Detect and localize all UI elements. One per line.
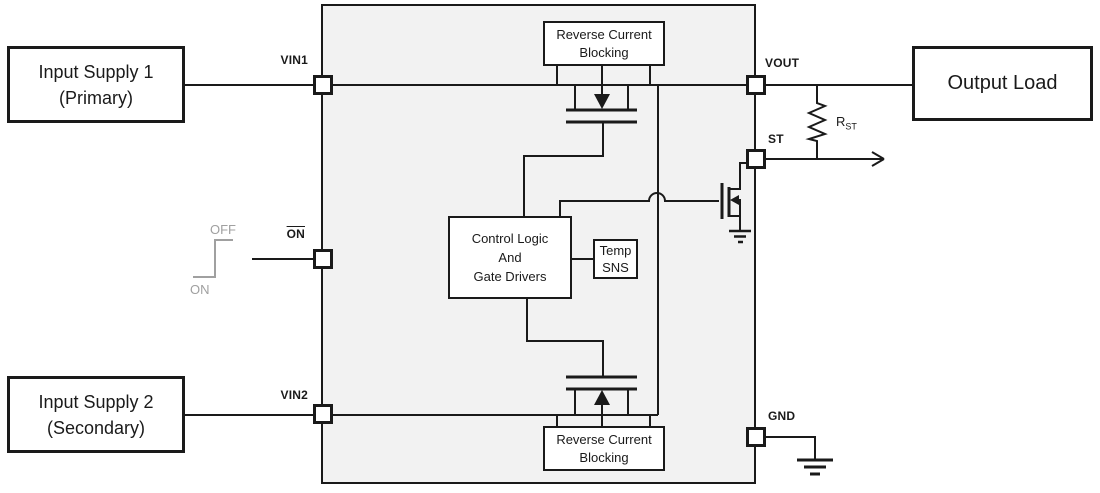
control-logic-line2: And	[498, 250, 522, 265]
rcb-bottom-line2: Blocking	[579, 449, 629, 465]
rst-subscript: ST	[845, 121, 857, 132]
gate-wire-bottom	[526, 299, 604, 376]
drain-wire	[730, 162, 747, 190]
rcb-top-connections	[556, 66, 651, 109]
current-arrow-up-icon	[594, 390, 610, 405]
vout-label: VOUT	[765, 56, 800, 70]
input-supply-1-box: Input Supply 1 (Primary)	[7, 46, 185, 123]
rst-resistor-label: RST	[836, 114, 857, 132]
ground-icon	[797, 458, 833, 476]
control-logic-box: Control Logic And Gate Drivers	[448, 216, 572, 299]
enable-step-waveform	[193, 239, 233, 278]
input-supply-2-box: Input Supply 2 (Secondary)	[7, 376, 185, 453]
pin-vin2	[313, 404, 333, 424]
reverse-current-blocking-bottom-box: Reverse Current Blocking	[543, 426, 665, 471]
output-load-label: Output Load	[947, 72, 1058, 94]
pin-vout	[746, 75, 766, 95]
output-load-box: Output Load	[912, 46, 1093, 121]
pin-gnd	[746, 427, 766, 447]
on-label: ON	[286, 227, 305, 241]
status-gate-wire	[559, 192, 719, 216]
vin1-label: VIN1	[280, 53, 308, 67]
source-wire	[730, 215, 741, 230]
rcb-bottom-connections	[556, 390, 651, 426]
status-nmos-symbol	[720, 162, 751, 244]
reverse-current-blocking-top-box: Reverse Current Blocking	[543, 21, 665, 66]
pin-st	[746, 149, 766, 169]
waveform-off-label: OFF	[210, 222, 236, 237]
rst-resistor-symbol	[805, 85, 828, 159]
mosfet-top-symbol	[523, 85, 637, 216]
temp-sns-line2: SNS	[602, 260, 629, 275]
vin2-label: VIN2	[280, 388, 308, 402]
rcb-bottom-line1: Reverse Current	[556, 431, 652, 447]
arrow-right-icon	[871, 151, 885, 167]
mosfet-bottom-symbol	[526, 299, 637, 415]
temp-sns-line1: Temp	[599, 243, 632, 258]
gate-wire-top	[523, 123, 604, 216]
control-logic-line3: Gate Drivers	[473, 269, 547, 284]
gnd-label: GND	[768, 409, 796, 423]
gnd-wire	[766, 436, 833, 476]
rcb-top-line1: Reverse Current	[556, 26, 652, 42]
vin2-rail	[185, 85, 659, 416]
ground-icon	[729, 229, 751, 244]
body-arrow-left-icon	[730, 195, 739, 205]
current-arrow-down-icon	[594, 94, 610, 109]
input-supply-2-line2: (Secondary)	[46, 417, 146, 438]
control-logic-line1: Control Logic	[471, 231, 549, 246]
st-label: ST	[768, 132, 784, 146]
rcb-top-line2: Blocking	[579, 44, 629, 60]
rst-name: R	[836, 114, 846, 129]
input-supply-1-line2: (Primary)	[59, 87, 133, 108]
input-supply-1-line1: Input Supply 1	[38, 61, 154, 82]
pin-on	[313, 249, 333, 269]
st-output-wire	[766, 151, 885, 167]
input-supply-2-line1: Input Supply 2	[38, 391, 154, 412]
pin-vin1	[313, 75, 333, 95]
waveform-on-label: ON	[190, 282, 210, 297]
temp-sns-box: Temp SNS	[593, 239, 638, 279]
